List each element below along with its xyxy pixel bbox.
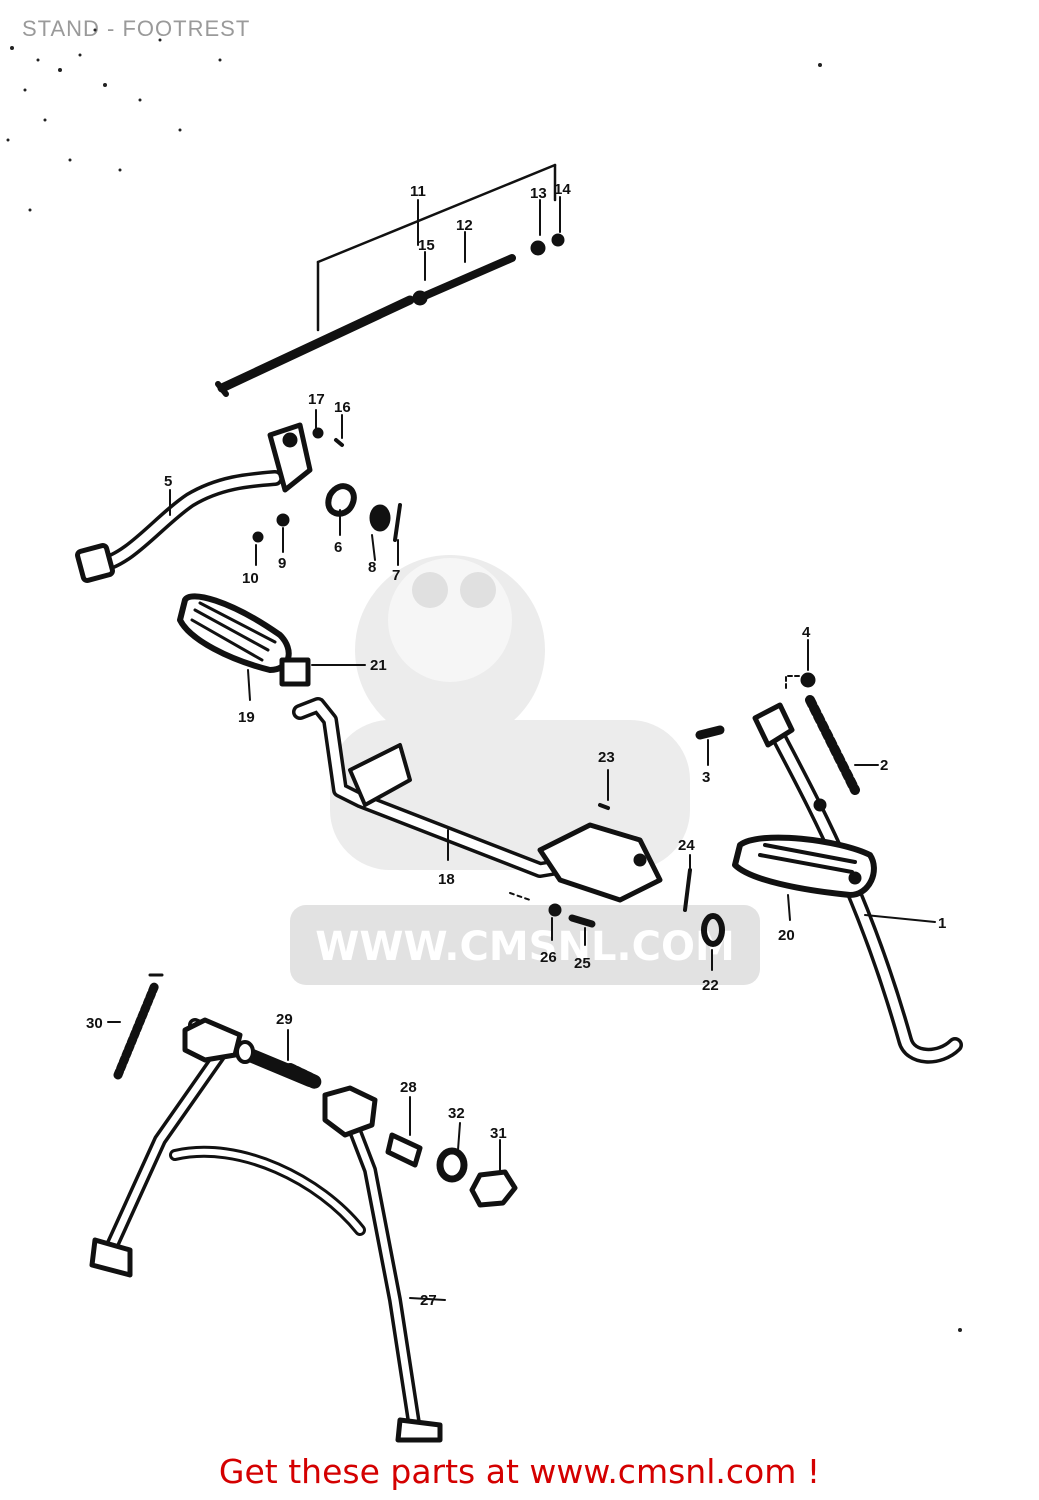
parts-link[interactable]: Get these parts at www.cmsnl.com ! (218, 1452, 821, 1491)
part-label-11: 11 (410, 183, 426, 200)
part-label-9: 9 (278, 555, 286, 572)
part-label-32: 32 (448, 1105, 465, 1122)
part-label-15: 15 (418, 237, 435, 254)
left-footrest (177, 593, 311, 687)
part-label-12: 12 (456, 217, 473, 234)
part-label-23: 23 (598, 749, 615, 766)
footrest-bar (292, 697, 663, 903)
part-label-2: 2 (880, 757, 888, 774)
part-label-21: 21 (370, 657, 387, 674)
watermark-text: WWW.CMSNL.COM (315, 924, 735, 970)
part-label-22: 22 (702, 977, 719, 994)
part-label-24: 24 (678, 837, 695, 854)
brake-pedal-hardware (252, 427, 402, 543)
part-label-7: 7 (392, 567, 400, 584)
part-label-3: 3 (702, 769, 710, 786)
leader-lines (107, 196, 936, 1301)
part-label-19: 19 (238, 709, 255, 726)
footrest-hardware (509, 803, 725, 947)
part-label-8: 8 (368, 559, 376, 576)
part-label-5: 5 (164, 473, 172, 490)
part-label-27: 27 (420, 1292, 437, 1309)
part-label-6: 6 (334, 539, 342, 556)
part-label-18: 18 (438, 871, 455, 888)
part-label-14: 14 (554, 181, 571, 198)
part-labels: 1 2 3 4 5 6 7 8 9 10 11 12 13 14 15 16 1… (86, 181, 946, 1309)
right-footrest (732, 834, 877, 898)
brake-pedal (75, 422, 313, 583)
part-label-20: 20 (778, 927, 795, 944)
page-title: STAND - FOOTREST (22, 16, 251, 41)
part-label-4: 4 (802, 624, 811, 641)
scan-speckles (6, 28, 962, 1332)
part-label-10: 10 (242, 570, 259, 587)
side-stand (695, 672, 963, 1064)
brake-rod (215, 163, 565, 397)
part-label-13: 13 (530, 185, 547, 202)
part-label-16: 16 (334, 399, 351, 416)
part-label-26: 26 (540, 949, 557, 966)
part-label-25: 25 (574, 955, 591, 972)
center-stand (89, 973, 518, 1443)
part-label-1: 1 (938, 915, 946, 932)
part-label-30: 30 (86, 1015, 103, 1032)
part-label-29: 29 (276, 1011, 293, 1028)
part-label-17: 17 (308, 391, 325, 408)
part-label-31: 31 (490, 1125, 507, 1142)
part-label-28: 28 (400, 1079, 417, 1096)
